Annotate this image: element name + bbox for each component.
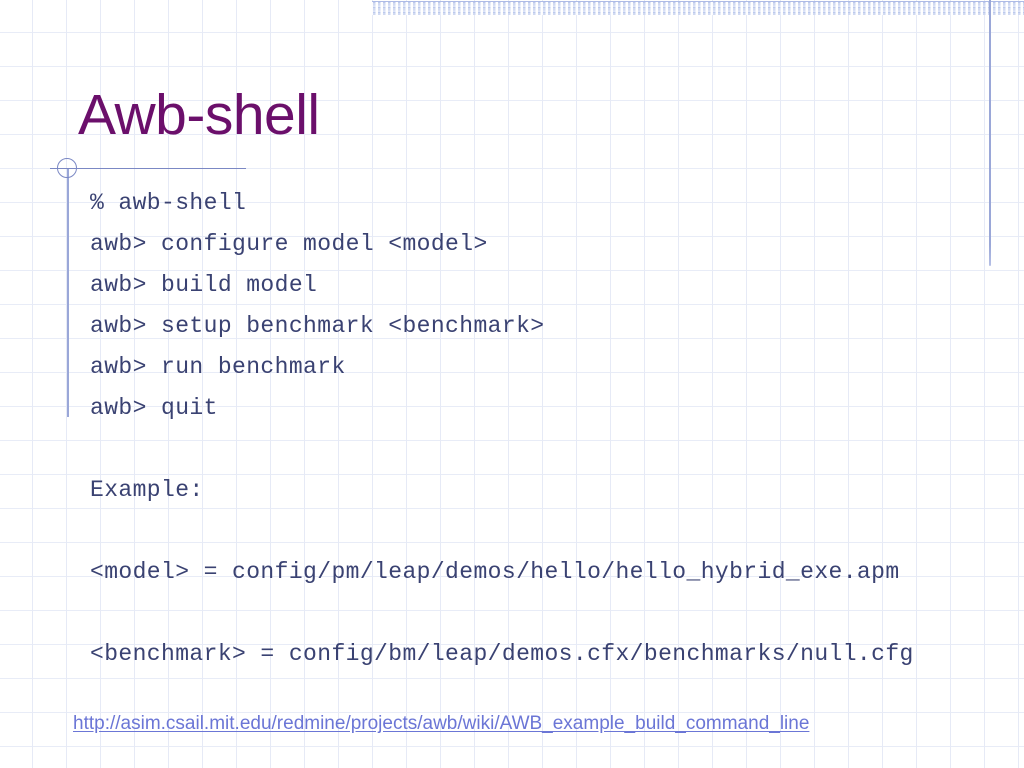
code-line-benchmark-path: <benchmark> = config/bm/leap/demos.cfx/b… [90, 641, 914, 667]
code-line: awb> run benchmark [90, 354, 346, 380]
code-line: awb> configure model <model> [90, 231, 488, 257]
code-line-spacer [90, 429, 1000, 470]
top-band-edge [372, 1, 1024, 2]
decorative-right-vertical-rule [989, 0, 991, 266]
code-line-spacer [90, 511, 1000, 552]
code-block: % awb-shell awb> configure model <model>… [90, 183, 1000, 675]
page-title: Awb-shell [78, 83, 320, 147]
circle-ornament-icon [57, 158, 77, 178]
footer-reference-link[interactable]: http://asim.csail.mit.edu/redmine/projec… [73, 713, 810, 734]
footer-link-row: http://asim.csail.mit.edu/redmine/projec… [73, 712, 809, 736]
code-line: awb> build model [90, 272, 318, 298]
decorative-top-band [372, 2, 1024, 15]
title-underline-rule [50, 168, 246, 169]
code-line-spacer [90, 593, 1000, 634]
left-vertical-accent-rule [67, 169, 69, 417]
code-line: awb> setup benchmark <benchmark> [90, 313, 545, 339]
code-line: awb> quit [90, 395, 218, 421]
code-line-example-label: Example: [90, 477, 204, 503]
code-line: % awb-shell [90, 190, 247, 216]
code-line-model-path: <model> = config/pm/leap/demos/hello/hel… [90, 559, 900, 585]
